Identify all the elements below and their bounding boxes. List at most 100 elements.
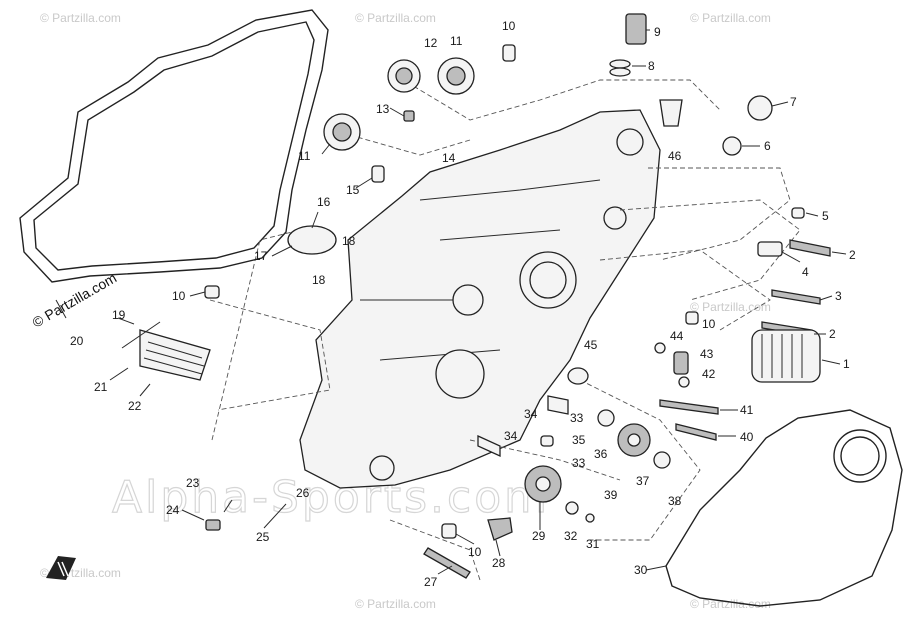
part-label-41: 41 xyxy=(740,403,754,417)
crankcase-bore-inner xyxy=(529,261,567,299)
assembly-line xyxy=(469,439,621,481)
washer xyxy=(654,342,666,354)
part-label-27: 27 xyxy=(424,575,438,589)
collar xyxy=(371,165,385,183)
part-label-8: 8 xyxy=(648,59,655,73)
gasket-left-cover xyxy=(19,9,329,283)
assembly-lines xyxy=(209,77,801,581)
dowel-pin xyxy=(204,285,220,299)
bearing-inner xyxy=(395,67,413,85)
part-label-30: 30 xyxy=(634,563,648,577)
washer xyxy=(597,409,615,427)
part-label-10: 10 xyxy=(702,317,716,331)
watermark-text: © Partzilla.com xyxy=(355,11,436,25)
bushing xyxy=(287,225,337,255)
leader-line xyxy=(271,245,293,257)
leader-line xyxy=(831,251,847,255)
sensor xyxy=(673,351,689,375)
part-label-33: 33 xyxy=(570,411,584,425)
part-label-24: 24 xyxy=(166,503,180,517)
nut xyxy=(403,110,415,122)
part-label-17: 17 xyxy=(254,249,268,263)
bracket xyxy=(121,321,161,349)
shaft xyxy=(477,434,501,458)
watermark-text: © Partzilla.com xyxy=(690,11,771,25)
gear-hub xyxy=(627,433,641,447)
part-label-44: 44 xyxy=(670,329,684,343)
leader-line xyxy=(181,509,205,521)
leader-line xyxy=(311,211,319,229)
part-label-43: 43 xyxy=(700,347,714,361)
leader-line xyxy=(645,565,667,571)
leader-line xyxy=(495,539,501,557)
gasket-right-cover-ring-inner xyxy=(840,436,880,476)
dowel-pin xyxy=(441,523,457,539)
assembly-line xyxy=(599,249,771,331)
leader-line xyxy=(821,359,841,365)
part-label-4: 4 xyxy=(802,265,809,279)
clip xyxy=(585,513,595,523)
part-label-14: 14 xyxy=(442,151,456,165)
bolt xyxy=(675,423,717,441)
leader-line xyxy=(117,317,135,325)
crankcase-bore xyxy=(435,349,485,399)
plug xyxy=(757,241,783,257)
part-label-28: 28 xyxy=(492,556,506,570)
pipe-fitting xyxy=(659,99,683,127)
washer xyxy=(565,501,579,515)
part-label-7: 7 xyxy=(790,95,797,109)
seal xyxy=(567,367,589,385)
o-ring xyxy=(609,67,631,77)
part-label-10: 10 xyxy=(502,19,516,33)
bolt xyxy=(789,239,831,257)
leader-line xyxy=(771,101,789,107)
leader-line xyxy=(455,533,475,545)
part-label-1: 1 xyxy=(843,357,850,371)
bolt xyxy=(659,399,719,415)
bolt-shank xyxy=(223,499,233,513)
bearing-inner xyxy=(332,122,352,142)
part-label-35: 35 xyxy=(572,433,586,447)
part-label-6: 6 xyxy=(764,139,771,153)
dowel-pin xyxy=(791,207,805,219)
part-label-20: 20 xyxy=(70,334,84,348)
part-label-19: 19 xyxy=(112,308,126,322)
part-label-10: 10 xyxy=(172,289,186,303)
part-label-42: 42 xyxy=(702,367,716,381)
bolt xyxy=(771,289,821,305)
assembly-line xyxy=(399,77,721,121)
dowel-pin xyxy=(540,435,554,447)
part-label-9: 9 xyxy=(654,25,661,39)
part-label-38: 38 xyxy=(668,494,682,508)
bolt xyxy=(423,547,471,579)
part-label-10: 10 xyxy=(468,545,482,559)
part-label-5: 5 xyxy=(822,209,829,223)
part-label-18: 18 xyxy=(342,234,356,248)
leader-line xyxy=(781,251,801,263)
part-label-13: 13 xyxy=(376,102,390,116)
washer xyxy=(653,451,671,469)
part-label-37: 37 xyxy=(636,474,650,488)
part-label-33: 33 xyxy=(572,456,586,470)
crankcase-bore xyxy=(616,128,644,156)
leader-line xyxy=(355,177,373,189)
part-label-18: 18 xyxy=(312,273,326,287)
part-labels: 1 2 2 3 4 5 6 7 8 9 10 10 10 10 11 11 12… xyxy=(70,19,856,589)
crankcase-detail xyxy=(360,179,601,361)
part-label-11: 11 xyxy=(450,34,463,48)
part-label-29: 29 xyxy=(532,529,546,543)
part-label-34: 34 xyxy=(504,429,518,443)
part-label-12: 12 xyxy=(424,36,438,50)
leader-line xyxy=(437,565,453,575)
leader-line xyxy=(263,503,287,529)
filler-cap xyxy=(747,95,773,121)
crankcase-bore xyxy=(369,455,395,481)
dowel-pin xyxy=(502,44,516,62)
part-label-11: 11 xyxy=(298,149,311,163)
washer xyxy=(722,136,742,156)
watermark-text: © Partzilla.com xyxy=(690,597,771,611)
part-label-26: 26 xyxy=(296,486,310,500)
part-label-16: 16 xyxy=(317,195,331,209)
assembly-line xyxy=(579,379,701,541)
